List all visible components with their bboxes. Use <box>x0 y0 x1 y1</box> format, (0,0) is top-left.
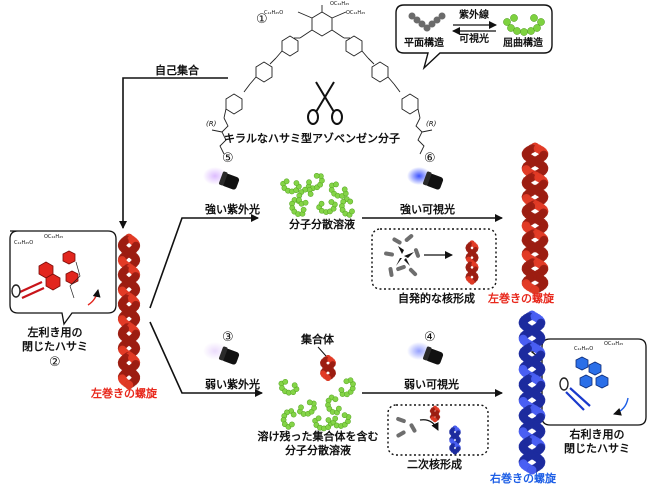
molecule-name-label: キラルなハサミ型アゾベンゼン分子 <box>224 132 400 145</box>
left-helix-label-right: 左巻きの螺旋 <box>488 292 554 305</box>
chem-inset-right-a: C₁₂H₂₅O <box>574 346 594 352</box>
left-helix-label-bottom: 左巻きの螺旋 <box>91 387 157 400</box>
weak-uv-label: 弱い紫外光 <box>205 378 260 391</box>
chem-inset-right-b: OC₁₂H₂₅ <box>604 341 624 347</box>
residual-solution-line2: 分子分散溶液 <box>285 444 351 457</box>
weak-uv-flashlight-icon <box>203 342 240 365</box>
bent-structure-label: 屈曲構造 <box>503 38 543 49</box>
chem-label-top: OC₁₂H₂₅ <box>330 1 350 7</box>
secondary-nucleation-icon <box>396 416 439 438</box>
scissor-azobenzene-molecule <box>211 5 433 155</box>
visible-arrow-label: 可視光 <box>459 34 489 45</box>
step-5-number: ⑤ <box>222 151 234 166</box>
self-assembly-label: 自己集合 <box>155 64 199 77</box>
step-2-number: ② <box>49 355 61 370</box>
step-1-number: ① <box>256 12 268 27</box>
chem-inset-left-b: OC₁₂H₂₅ <box>44 234 64 240</box>
strong-visible-label: 強い可視光 <box>400 203 455 216</box>
uv-arrow-label: 紫外線 <box>459 10 489 21</box>
branch-arrows <box>149 214 503 397</box>
secondary-nucleation-box <box>387 404 489 456</box>
left-handed-helix-product <box>521 142 549 295</box>
mini-blue-helix-secondary <box>449 425 461 455</box>
left-closed-scissors-bubble <box>9 230 117 326</box>
aggregate-pointer <box>317 346 327 357</box>
right-handed-helix-product <box>518 310 546 475</box>
right-closed-scissors-line2: 閉じたハサミ <box>564 442 630 455</box>
spontaneous-nucleation-label: 自発的な核形成 <box>398 292 475 305</box>
chem-label-right: OC₁₂H₂₅ <box>346 10 366 16</box>
bent-structure-icon <box>503 14 545 36</box>
scissors-icon <box>307 81 343 125</box>
weak-visible-label: 弱い可視光 <box>404 378 459 391</box>
planar-structure-icon <box>408 12 446 32</box>
self-assembly-arrow <box>119 77 228 229</box>
right-closed-scissors-line1: 右利き用の <box>569 428 625 441</box>
mini-red-helix-spontaneous <box>465 240 479 285</box>
planar-structure-label: 平面構造 <box>404 38 444 49</box>
strong-visible-flashlight-icon <box>407 167 444 190</box>
dispersed-solution-label: 分子分散溶液 <box>289 218 355 231</box>
left-handed-helix <box>117 233 141 390</box>
strong-uv-label: 強い紫外光 <box>205 203 260 216</box>
left-closed-scissors-line2: 閉じたハサミ <box>22 340 88 353</box>
step-3-number: ③ <box>222 330 234 345</box>
right-helix-label: 右巻きの螺旋 <box>490 472 556 485</box>
strong-uv-flashlight-icon <box>203 167 240 190</box>
spontaneous-nucleation-box <box>371 228 497 290</box>
mini-red-bow-secondary <box>429 405 441 423</box>
aggregate-label: 集合体 <box>301 333 334 346</box>
chem-label-left: C₁₂H₂₅O <box>264 10 284 16</box>
residual-molecules-cluster <box>278 377 356 432</box>
step-6-number: ⑥ <box>424 151 436 166</box>
spontaneous-nucleation-icon <box>384 234 453 277</box>
dispersed-molecules-cluster <box>280 172 355 218</box>
secondary-nucleation-label: 二次核形成 <box>407 458 462 471</box>
chem-chirality-right: (R) <box>426 120 437 128</box>
chem-chirality-left: (R) <box>206 120 217 128</box>
left-closed-scissors-line1: 左利き用の <box>27 326 83 339</box>
step-4-number: ④ <box>424 330 436 345</box>
right-closed-scissors-bubble <box>530 338 647 426</box>
chem-inset-left-a: C₁₂H₂₅O <box>14 240 34 246</box>
weak-visible-flashlight-icon <box>407 342 444 365</box>
residual-solution-line1: 溶け残った集合体を含む <box>257 430 379 443</box>
residual-aggregate-icon <box>320 355 336 381</box>
